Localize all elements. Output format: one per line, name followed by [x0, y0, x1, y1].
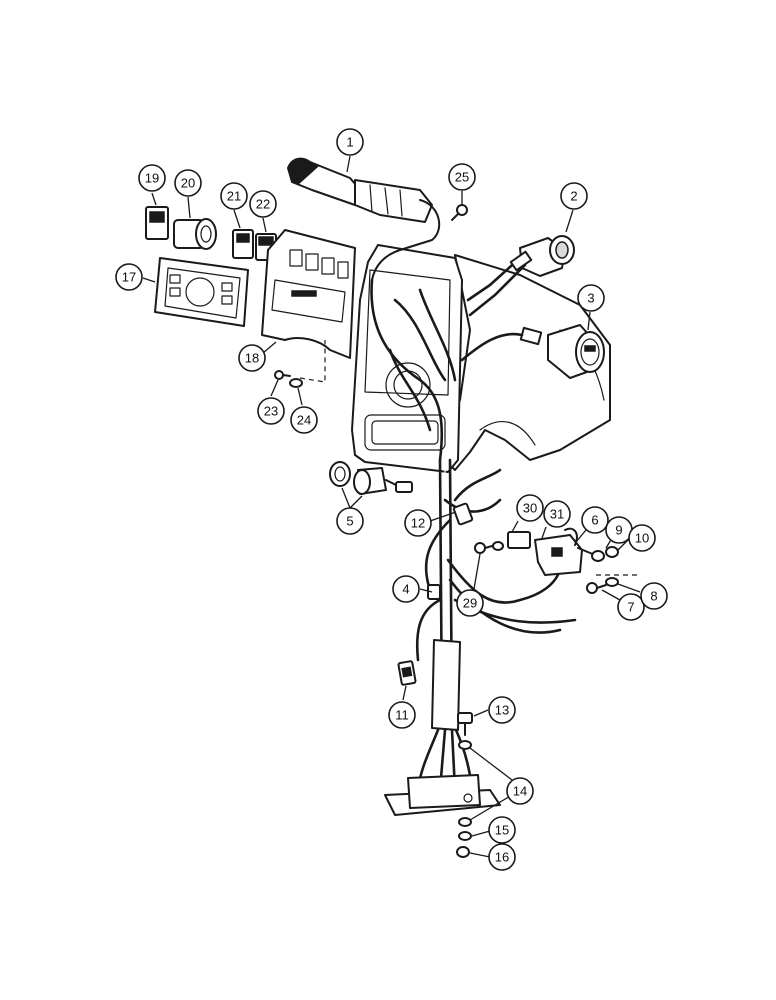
callout-21: 21 [220, 182, 248, 210]
callout-11: 11 [388, 701, 416, 729]
bolt-29 [474, 541, 504, 554]
callout-3: 3 [577, 284, 605, 312]
ignition-switch [466, 235, 575, 317]
callout-24: 24 [290, 406, 318, 434]
callout-label: 13 [495, 703, 509, 718]
callout-15: 15 [488, 816, 516, 844]
callout-label: 21 [227, 189, 241, 204]
callout-23: 23 [257, 397, 285, 425]
callout-label: 8 [650, 589, 657, 604]
multifunction-stalk [287, 157, 441, 281]
callout-label: 23 [264, 404, 278, 419]
relay-30 [507, 531, 531, 549]
callout-17: 17 [115, 263, 143, 291]
callout-16: 16 [488, 843, 516, 871]
callout-label: 2 [570, 189, 577, 204]
callout-label: 4 [402, 582, 409, 597]
washer-15 [458, 831, 472, 841]
washer-8 [605, 577, 619, 587]
callout-label: 25 [455, 170, 469, 185]
warning-light-20 [173, 218, 217, 250]
callout-label: 22 [256, 197, 270, 212]
connector-11 [397, 660, 417, 686]
mounting-bracket [351, 244, 463, 473]
callout-label: 9 [615, 523, 622, 538]
callout-label: 3 [587, 291, 594, 306]
callout-9: 9 [605, 516, 633, 544]
callout-30: 30 [516, 494, 544, 522]
callout-label: 29 [463, 596, 477, 611]
bolt-13 [457, 712, 473, 736]
callout-10: 10 [628, 524, 656, 552]
callout-14: 14 [506, 777, 534, 805]
callout-label: 7 [627, 600, 634, 615]
callout-19: 19 [138, 164, 166, 192]
callout-label: 1 [346, 135, 353, 150]
callout-label: 10 [635, 531, 649, 546]
callout-29: 29 [456, 589, 484, 617]
bolt-7 [586, 582, 607, 594]
callout-8: 8 [640, 582, 668, 610]
callout-label: 15 [495, 823, 509, 838]
instrument-cluster-17 [154, 257, 249, 327]
callout-2: 2 [560, 182, 588, 210]
callout-7: 7 [617, 593, 645, 621]
callout-label: 17 [122, 270, 136, 285]
nut-9 [591, 550, 605, 562]
callout-label: 6 [591, 513, 598, 528]
screw-25 [451, 204, 468, 221]
nut-10 [605, 546, 619, 558]
callout-label: 31 [550, 507, 564, 522]
callout-label: 30 [523, 501, 537, 516]
callout-label: 14 [513, 784, 527, 799]
base-grommet [384, 774, 501, 816]
panel-mount-line [299, 340, 326, 383]
washer-24 [289, 378, 303, 388]
callout-12: 12 [404, 509, 432, 537]
callout-label: 19 [145, 171, 159, 186]
screw-23 [274, 370, 291, 380]
washer-14 [458, 740, 472, 750]
callout-6: 6 [581, 506, 609, 534]
callout-31: 31 [543, 500, 571, 528]
switch-panel-18 [261, 229, 356, 359]
connector-4 [427, 584, 441, 600]
leader-lines [142, 155, 641, 858]
connector-12 [452, 502, 474, 526]
callout-label: 16 [495, 850, 509, 865]
hour-meter [460, 324, 605, 379]
callout-5: 5 [336, 507, 364, 535]
callout-13: 13 [488, 696, 516, 724]
washer-14b [458, 817, 472, 827]
buzzer-5 [329, 461, 413, 495]
callout-25: 25 [448, 163, 476, 191]
callout-label: 5 [346, 514, 353, 529]
callout-4: 4 [392, 575, 420, 603]
callout-label: 18 [245, 351, 259, 366]
relay-bracket-31 [534, 527, 583, 576]
harness-tube [416, 639, 474, 792]
blank-switch-21 [232, 229, 254, 259]
callout-22: 22 [249, 190, 277, 218]
callout-18: 18 [238, 344, 266, 372]
callout-label: 12 [411, 516, 425, 531]
callout-20: 20 [174, 169, 202, 197]
rocker-switch-19 [145, 206, 169, 240]
callout-1: 1 [336, 128, 364, 156]
callout-label: 11 [395, 708, 409, 723]
callout-label: 24 [297, 413, 311, 428]
nut-16 [456, 846, 470, 858]
callout-label: 20 [181, 176, 195, 191]
